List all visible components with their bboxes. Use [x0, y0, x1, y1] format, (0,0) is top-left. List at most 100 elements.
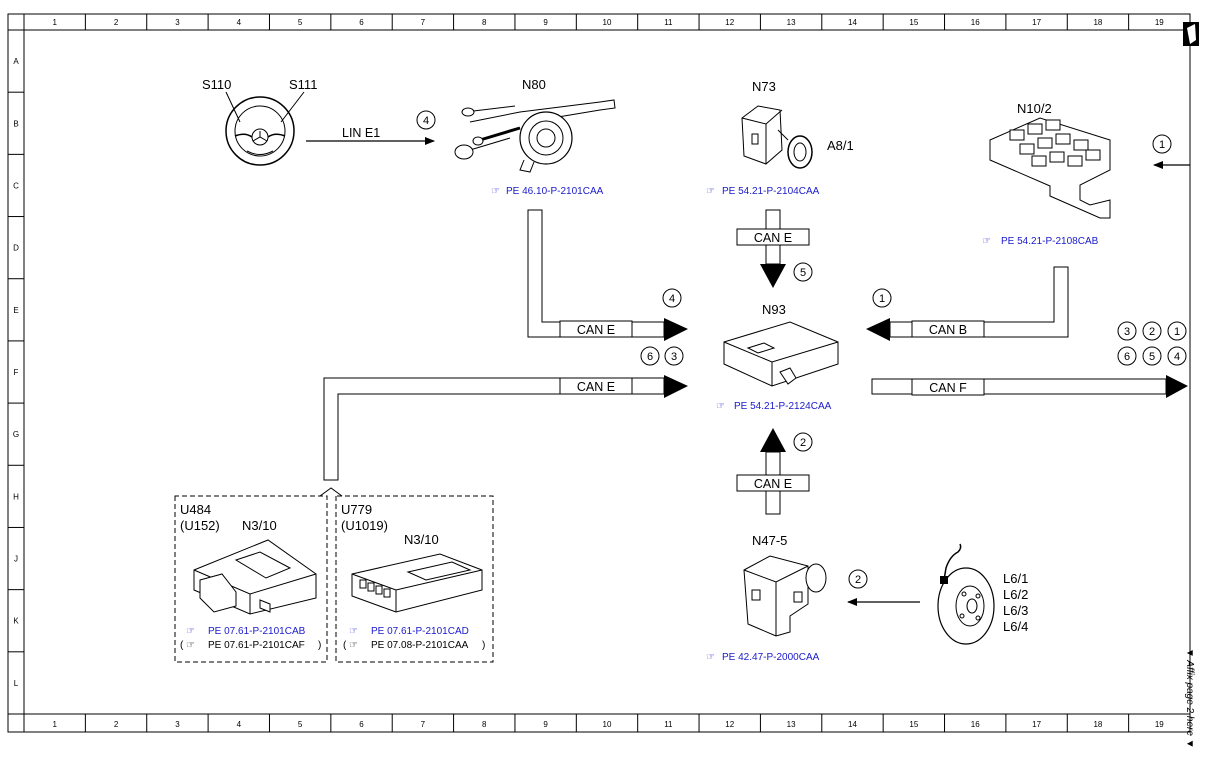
grid-col-label-top: 2	[114, 18, 119, 27]
grid-col-label-top: 19	[1155, 18, 1164, 27]
arrow-left-n93	[866, 318, 890, 341]
engine-control-unit-icon	[351, 553, 483, 613]
marker-circle	[1152, 134, 1172, 154]
arrow-down-n93	[760, 264, 786, 288]
grid-row-label: J	[14, 555, 18, 564]
bus-can-e-n47-5: CAN E	[754, 477, 792, 491]
ref-n80: PE 46.10-P-2101CAA	[506, 186, 604, 197]
grid-col-label-bottom: 5	[298, 720, 303, 729]
component-l6-3: L6/3	[1003, 603, 1028, 618]
grid-col-label-bottom: 1	[52, 720, 57, 729]
sam-control-unit-icon	[989, 117, 1111, 219]
marker-n73-can: 5	[800, 267, 806, 279]
grid-ticks	[8, 14, 1191, 732]
grid-col-label-bottom: 2	[114, 720, 119, 729]
ref-n93: PE 54.21-P-2124CAA	[734, 401, 832, 412]
component-u1019: (U1019)	[341, 518, 388, 533]
marker-can-b: 1	[879, 293, 885, 305]
corner-logo-icon	[1183, 22, 1199, 46]
grid-col-label-bottom: 7	[421, 720, 426, 729]
component-a8-1: A8/1	[827, 138, 854, 153]
ref-u779-b-icon: ☞	[349, 640, 358, 651]
marker-can-f-3: 3	[1124, 326, 1130, 338]
marker-n80-can: 4	[669, 293, 675, 305]
engine-control-unit-icon	[193, 539, 317, 615]
component-n73: N73	[752, 79, 776, 94]
esp-control-unit-icon	[743, 555, 827, 637]
grid-col-label-top: 18	[1093, 18, 1102, 27]
marker-l6: 2	[855, 574, 861, 586]
ref-u779-b-paren-open: (	[343, 640, 347, 651]
drawing-frame: 1122334455667788991010111112121313141415…	[7, 13, 1191, 733]
component-s111: S111	[289, 77, 317, 92]
grid-col-label-top: 3	[175, 18, 180, 27]
ref-u484-icon: ☞	[186, 626, 195, 637]
grid-col-label-bottom: 11	[664, 720, 673, 729]
ref-n10-2: PE 54.21-P-2108CAB	[1001, 236, 1099, 247]
marker-lin: 4	[423, 115, 429, 127]
grid-col-label-top: 8	[482, 18, 487, 27]
component-n10-2: N10/2	[1017, 101, 1052, 116]
component-l6-2: L6/2	[1003, 587, 1028, 602]
grid-row-label: A	[13, 57, 19, 66]
steering-column-module-icon	[454, 99, 616, 173]
ref-n73-icon: ☞	[706, 186, 715, 197]
grid-col-label-top: 6	[359, 18, 364, 27]
grid-col-label-top: 13	[787, 18, 796, 27]
grid-col-label-bottom: 8	[482, 720, 487, 729]
bus-box	[736, 228, 810, 246]
grid-col-label-bottom: 9	[543, 720, 548, 729]
ref-u779-a: PE 07.61-P-2101CAD	[371, 626, 469, 637]
marker-circle	[640, 346, 660, 366]
grid-row-label: L	[14, 679, 19, 688]
marker-n10-2-in: 1	[1159, 139, 1165, 151]
marker-can-f-1: 1	[1174, 326, 1180, 338]
grid-column-labels: 1122334455667788991010111112121313141415…	[52, 18, 1164, 729]
bus-lin-e1: LIN E1	[342, 126, 380, 140]
central-gateway-icon	[723, 321, 839, 387]
grid-col-label-top: 11	[664, 18, 673, 27]
grid-col-label-bottom: 12	[725, 720, 734, 729]
ref-u484-b-paren-close: )	[318, 640, 321, 651]
grid-row-label: B	[13, 119, 18, 128]
grid-col-label-bottom: 15	[909, 720, 918, 729]
grid-row-label: F	[14, 368, 19, 377]
grid-col-label-top: 15	[909, 18, 918, 27]
component-n80: N80	[522, 77, 546, 92]
ignition-switch-icon	[741, 105, 813, 169]
ref-u779-b: PE 07.08-P-2101CAA	[371, 640, 469, 651]
ref-u484-b-icon: ☞	[186, 640, 195, 651]
ref-u779-icon: ☞	[349, 626, 358, 637]
ref-u484-b: PE 07.61-P-2101CAF	[208, 640, 305, 651]
side-note: ▼ Affix page 2 here ▼	[1184, 648, 1195, 749]
marker-can-e-6: 6	[647, 351, 653, 363]
grid-col-label-bottom: 18	[1093, 720, 1102, 729]
component-n93: N93	[762, 302, 786, 317]
arrow-right-n93	[664, 318, 688, 341]
bus-box	[911, 320, 985, 338]
marker-circle	[848, 569, 868, 589]
grid-col-label-bottom: 16	[971, 720, 980, 729]
grid-col-label-top: 4	[237, 18, 242, 27]
bus-can-e-n80: CAN E	[577, 323, 615, 337]
ref-u484-a: PE 07.61-P-2101CAB	[208, 626, 306, 637]
marker-circle	[662, 288, 682, 308]
component-l6-1: L6/1	[1003, 571, 1028, 586]
grid-col-label-bottom: 10	[603, 720, 612, 729]
ref-n80-icon: ☞	[491, 186, 500, 197]
component-n3-10-right: N3/10	[404, 532, 439, 547]
ref-u779-b-paren-close: )	[482, 640, 485, 651]
component-n47-5: N47-5	[752, 533, 787, 548]
grid-col-label-bottom: 6	[359, 720, 364, 729]
grid-col-label-top: 17	[1032, 18, 1041, 27]
marker-circle	[664, 346, 684, 366]
bus-box	[911, 378, 985, 396]
grid-col-label-bottom: 17	[1032, 720, 1041, 729]
grid-col-label-bottom: 3	[175, 720, 180, 729]
marker-can-f-5: 5	[1149, 351, 1155, 363]
wheel-speed-sensor-icon	[937, 543, 995, 645]
marker-n47-can: 2	[800, 437, 806, 449]
grid-col-label-bottom: 13	[787, 720, 796, 729]
